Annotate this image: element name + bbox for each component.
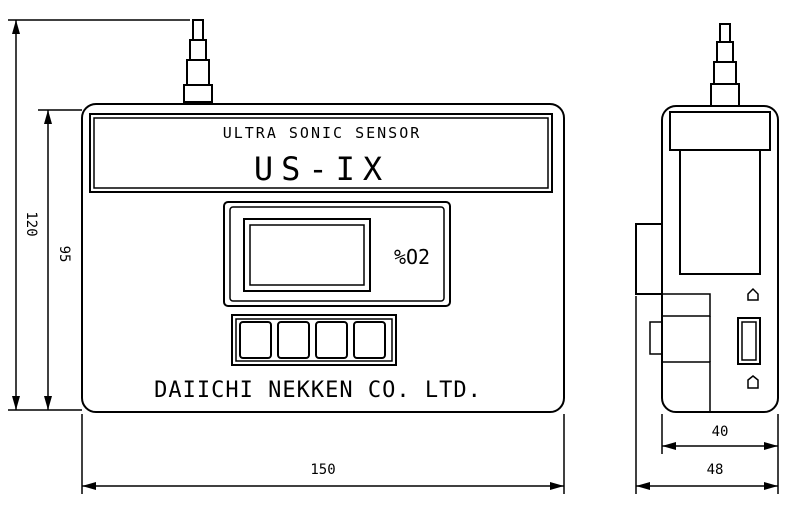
side-sensor-column bbox=[679, 149, 761, 275]
side-indicator-group bbox=[737, 287, 761, 389]
dim-front-total-height: 120 bbox=[23, 211, 39, 236]
dim-side-total-width: 48 bbox=[707, 462, 724, 478]
key-button-3 bbox=[315, 321, 348, 359]
side-bracket-upper bbox=[635, 223, 663, 295]
dim-front-width: 150 bbox=[310, 462, 335, 478]
key-button-1 bbox=[239, 321, 272, 359]
dim-front-body-height: 95 bbox=[56, 246, 72, 263]
side-inner-step bbox=[662, 293, 711, 317]
manufacturer-label: DAIICHI NEKKEN CO. LTD. bbox=[154, 378, 482, 403]
device-model: US-IX bbox=[254, 150, 390, 188]
button-panel bbox=[231, 314, 397, 366]
label-panel: ULTRA SONIC SENSOR US-IX bbox=[89, 113, 553, 193]
side-connector bbox=[710, 23, 740, 107]
front-body-outline bbox=[81, 103, 565, 413]
key-button-4 bbox=[353, 321, 386, 359]
side-head-block bbox=[669, 111, 771, 151]
display-panel: %O2 bbox=[223, 201, 451, 307]
side-switch bbox=[737, 317, 761, 365]
display-unit-label: %O2 bbox=[394, 245, 430, 269]
lcd-screen bbox=[243, 218, 371, 292]
device-subtitle: ULTRA SONIC SENSOR bbox=[223, 124, 422, 142]
front-dimensions: 120 95 150 bbox=[8, 19, 565, 494]
side-view bbox=[635, 23, 779, 413]
dim-side-inner-width: 40 bbox=[712, 424, 729, 440]
side-clip bbox=[649, 321, 663, 355]
key-button-2 bbox=[277, 321, 310, 359]
side-dimensions: 40 48 bbox=[635, 296, 779, 494]
front-view: ULTRA SONIC SENSOR US-IX %O2 DAIICHI NEK… bbox=[81, 19, 565, 413]
front-connector bbox=[183, 19, 213, 103]
